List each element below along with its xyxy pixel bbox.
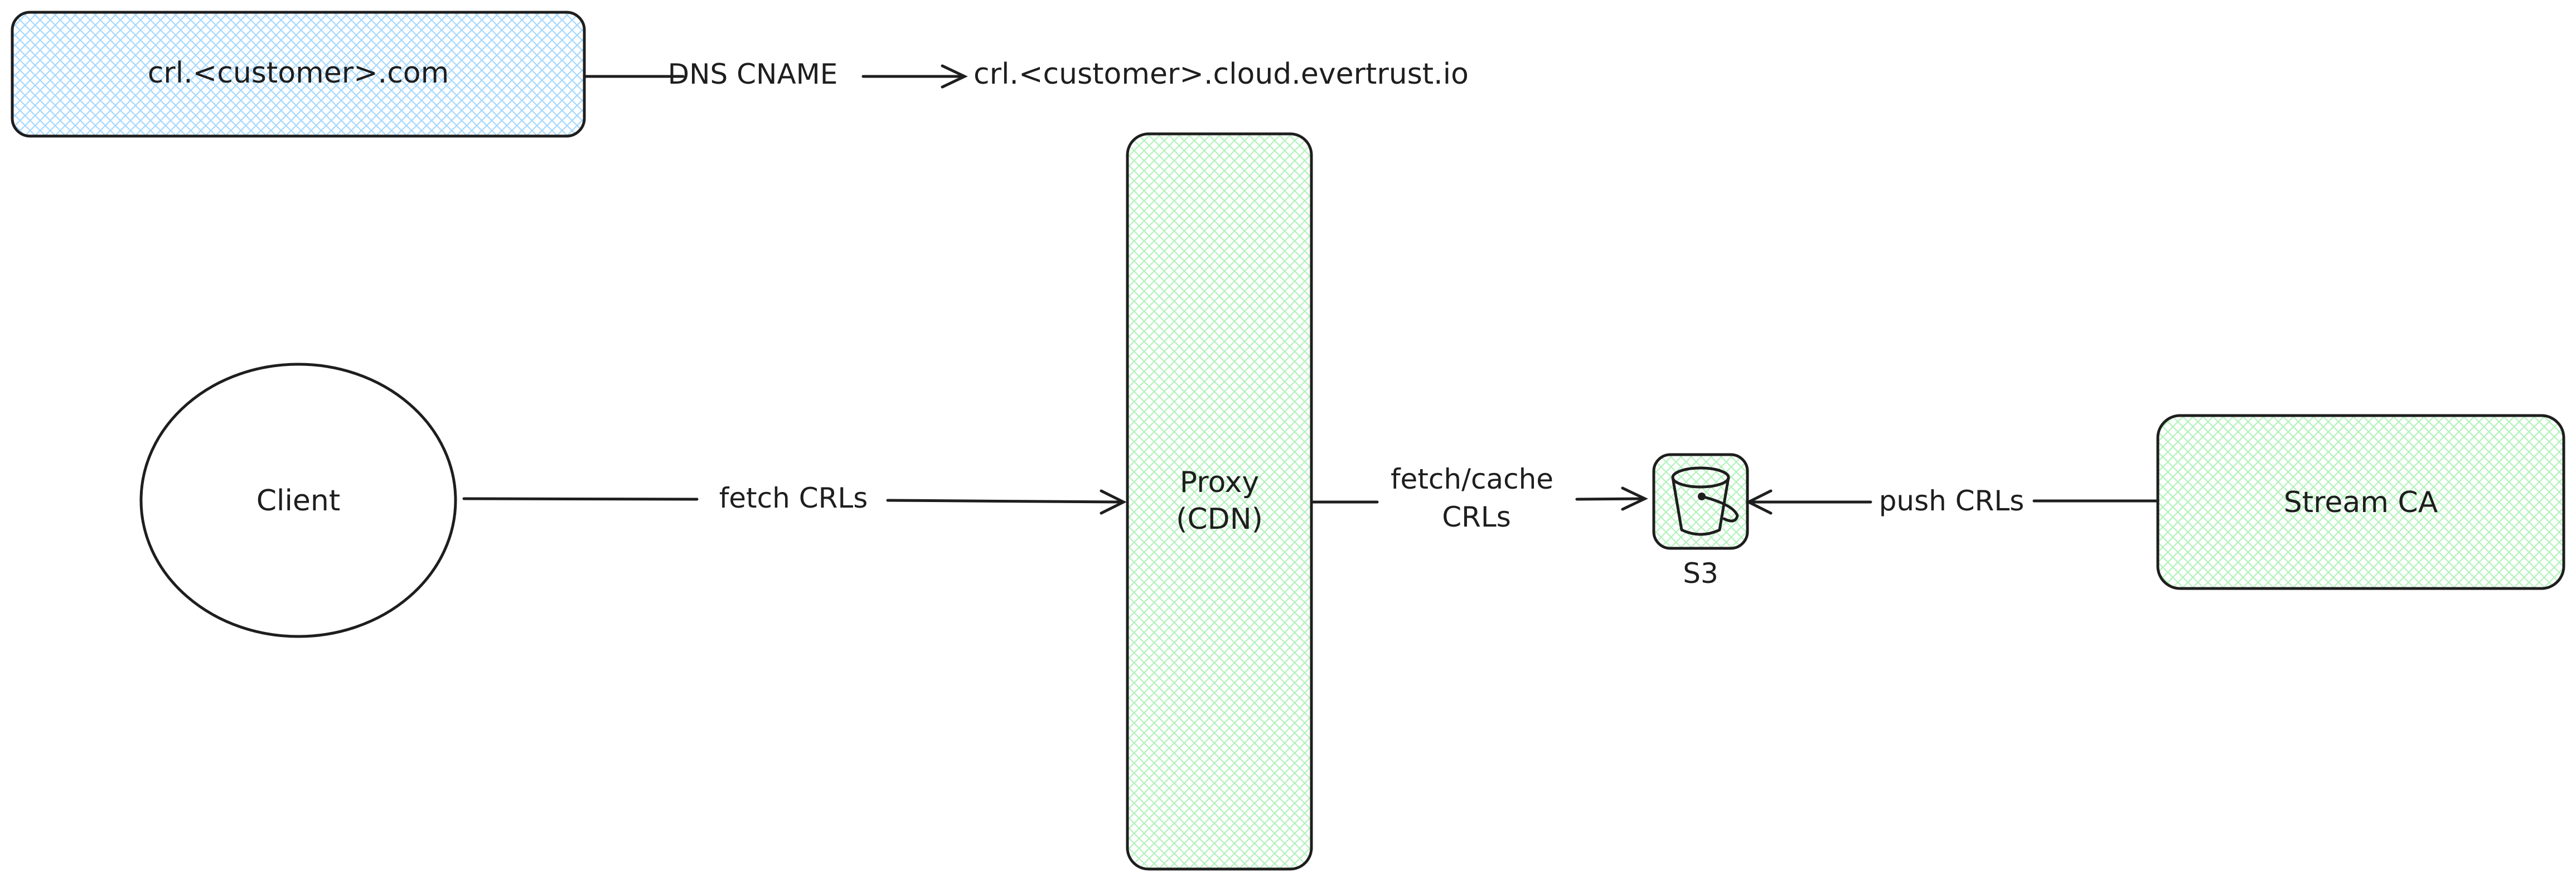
- proxy-label-line2: (CDN): [1176, 503, 1263, 536]
- s3-label: S3: [1683, 557, 1718, 590]
- cname-target-label: crl.<customer>.cloud.evertrust.io: [974, 57, 1469, 91]
- stream-ca-node: Stream CA: [2156, 414, 2565, 590]
- proxy-cdn-node: Proxy (CDN): [1126, 132, 1313, 871]
- crl-domain-node: crl.<customer>.com: [11, 11, 586, 138]
- bucket-icon: [1652, 453, 1749, 550]
- stream-ca-label: Stream CA: [2284, 486, 2438, 519]
- dns-cname-edge: DNS CNAME: [584, 58, 968, 90]
- crl-domain-label: crl.<customer>.com: [148, 56, 449, 90]
- s3-node: S3: [1652, 453, 1749, 590]
- fetch-cache-edge: fetch/cache CRLs: [1311, 463, 1648, 533]
- fetch-cache-label-line2: CRLs: [1442, 501, 1511, 533]
- push-crls-label: push CRLs: [1879, 485, 2025, 517]
- client-label: Client: [256, 484, 341, 518]
- client-node: Client: [139, 363, 457, 638]
- push-crls-edge: push CRLs: [1745, 485, 2158, 517]
- fetch-crls-label: fetch CRLs: [719, 482, 868, 514]
- fetch-cache-label-line1: fetch/cache: [1391, 463, 1553, 495]
- fetch-crls-edge: fetch CRLs: [462, 482, 1127, 515]
- proxy-label-line1: Proxy: [1180, 466, 1259, 499]
- dns-cname-label: DNS CNAME: [668, 58, 838, 90]
